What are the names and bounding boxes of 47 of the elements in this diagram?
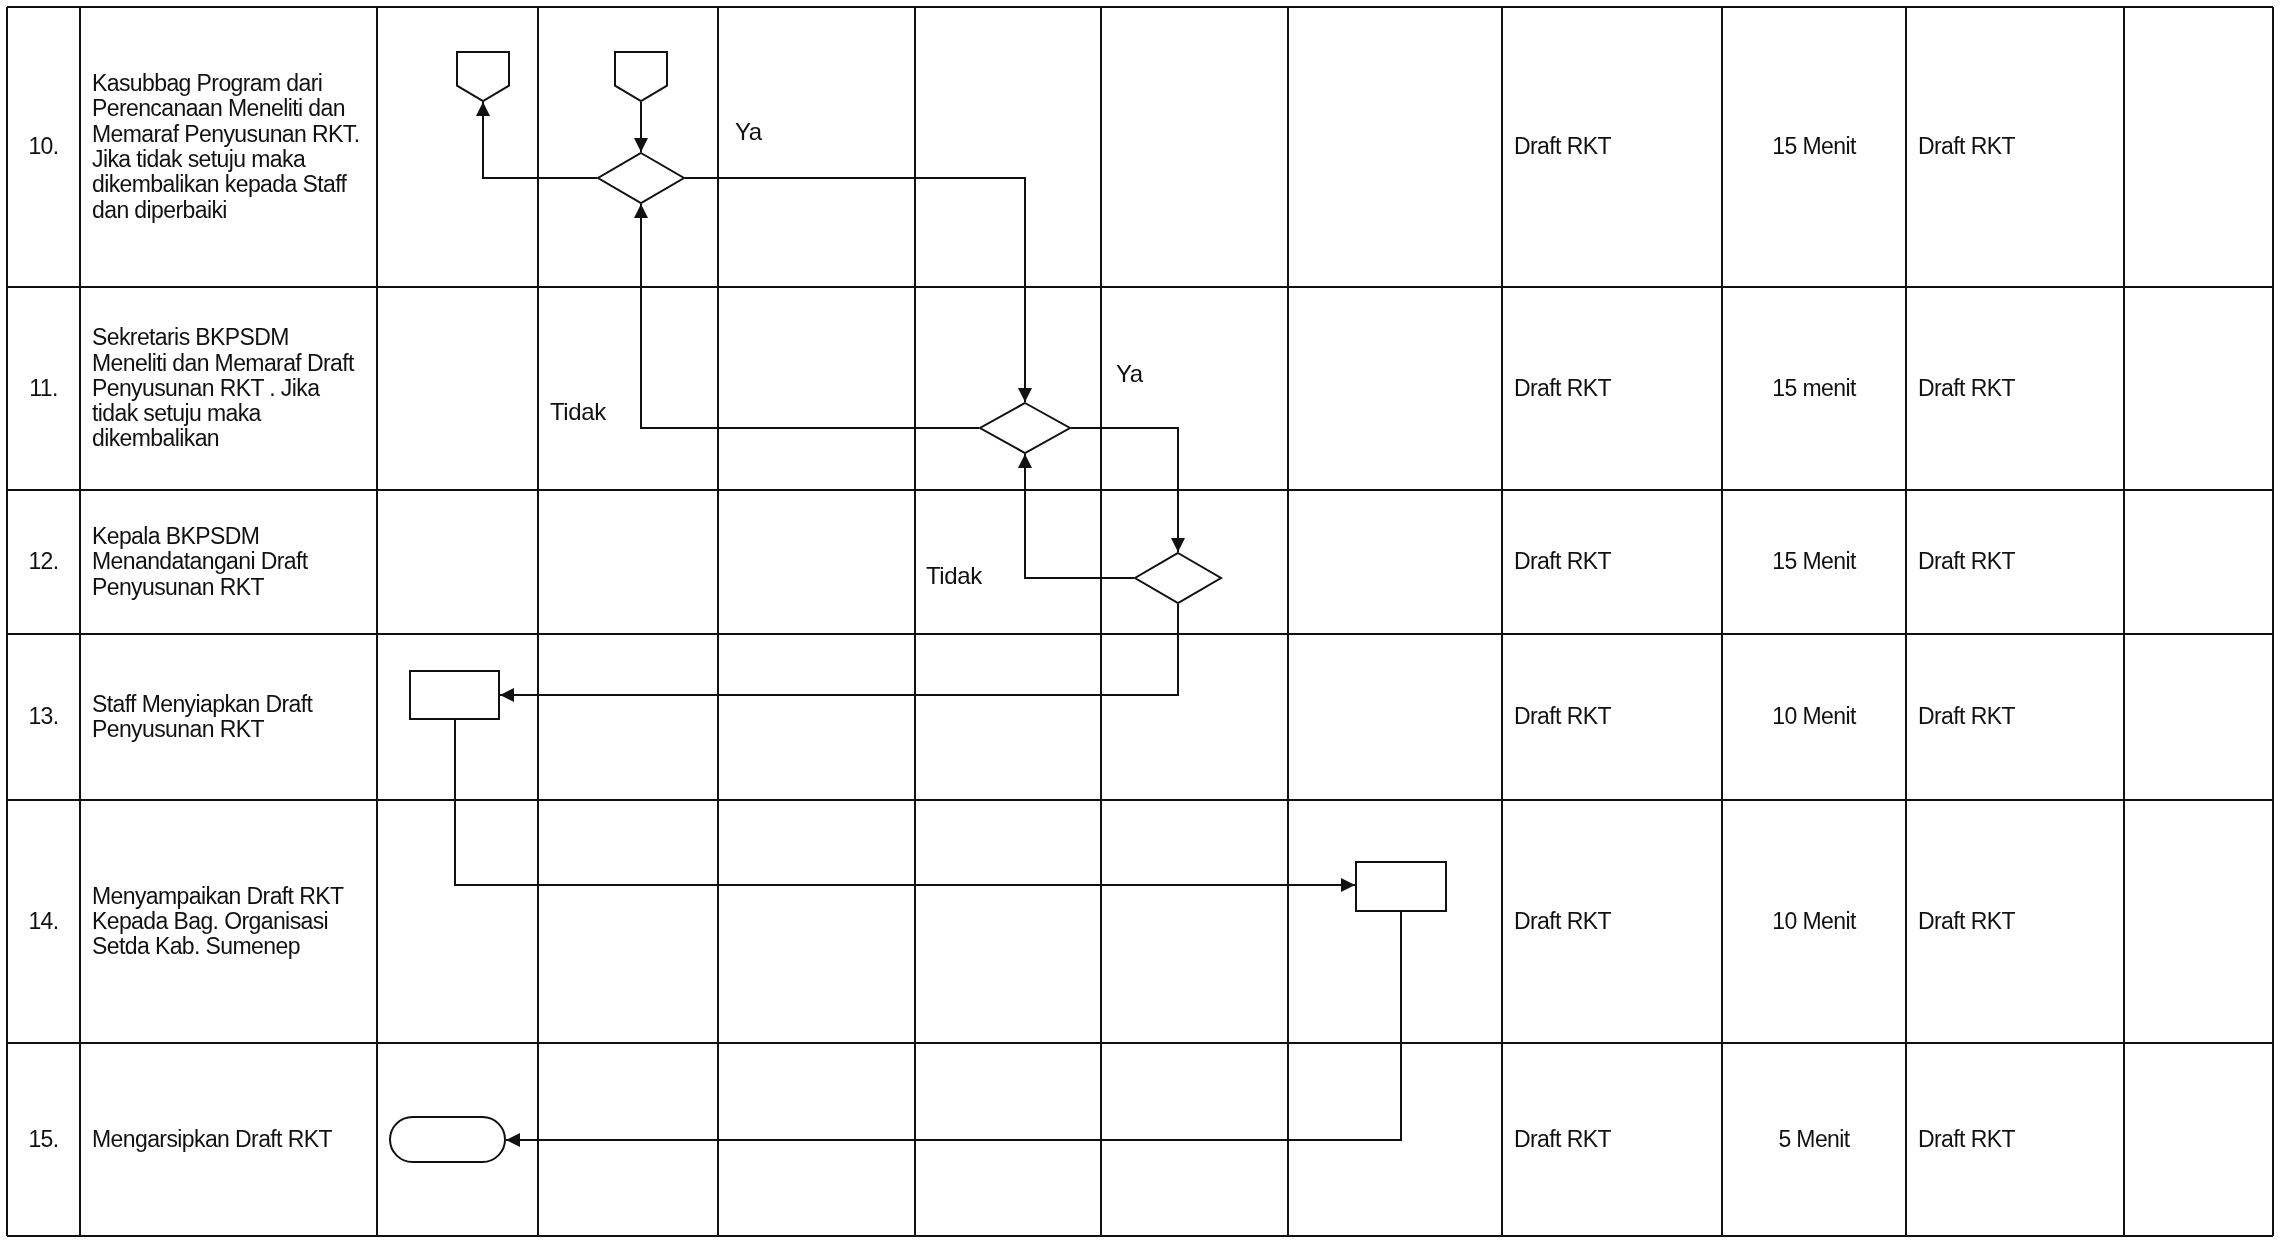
- activity-description: Mengarsipkan Draft RKT: [92, 1126, 332, 1153]
- activity-description: Kepala BKPSDM Menandatangani Draft Penyusunan RKT: [92, 524, 309, 600]
- requirement-text: Draft RKT: [1514, 908, 1611, 935]
- activity-description: Menyampaikan Draft RKT Kepada Bag. Organisasi Setda Kab. Sumenep: [92, 883, 345, 960]
- requirement-text: Draft RKT: [1514, 134, 1611, 160]
- off-page-connector: [456, 51, 510, 102]
- step-number: 13.: [28, 704, 59, 730]
- decision-diamond: [1134, 552, 1222, 604]
- step-number: 10.: [28, 134, 59, 160]
- duration-text: 5 Menit: [1778, 1126, 1850, 1153]
- decision-diamond: [979, 402, 1071, 454]
- flow-arrow: [684, 177, 1032, 403]
- output-text: Draft RKT: [1918, 549, 2015, 575]
- off-page-connector: [614, 51, 668, 102]
- flow-arrow: [454, 719, 1356, 892]
- step-number: 11.: [29, 375, 58, 402]
- flow-arrow: [634, 203, 980, 429]
- duration-text: 15 Menit: [1772, 549, 1856, 575]
- output-text: Draft RKT: [1918, 375, 2015, 402]
- flow-arrow: [1070, 427, 1185, 553]
- decision-diamond: [597, 152, 685, 204]
- step-number: 15.: [28, 1126, 59, 1153]
- duration-text: 10 Menit: [1772, 908, 1856, 935]
- flow-arrow: [1018, 453, 1135, 579]
- duration-text: 15 menit: [1772, 375, 1856, 402]
- activity-description: Staff Menyiapkan Draft Penyusunan RKT: [92, 691, 314, 743]
- output-text: Draft RKT: [1918, 704, 2015, 730]
- duration-text: 15 Menit: [1772, 134, 1856, 160]
- output-text: Draft RKT: [1918, 134, 2015, 160]
- step-number: 14.: [28, 908, 59, 935]
- requirement-text: Draft RKT: [1514, 1126, 1611, 1153]
- requirement-text: Draft RKT: [1514, 704, 1611, 730]
- flow-arrow: [634, 101, 648, 153]
- process-box: [1355, 861, 1447, 912]
- step-number: 12.: [28, 549, 59, 575]
- activity-description: Kasubbag Program dari Perencanaan Meneliti dan Memaraf Penyusunan RKT. Jika tidak setuju maka dikembalikan kepada Staff dan diperbaiki: [92, 71, 361, 223]
- requirement-text: Draft RKT: [1514, 549, 1611, 575]
- output-text: Draft RKT: [1918, 908, 2015, 935]
- duration-text: 10 Menit: [1772, 704, 1856, 730]
- terminator-shape: [389, 1116, 506, 1163]
- flow-arrow: [505, 911, 1402, 1147]
- process-box: [409, 670, 500, 720]
- output-text: Draft RKT: [1918, 1126, 2015, 1153]
- requirement-text: Draft RKT: [1514, 375, 1611, 402]
- flow-arrow: [476, 101, 598, 179]
- activity-description: Sekretaris BKPSDM Meneliti dan Memaraf Draft Penyusunan RKT . Jika tidak setuju maka dikembalikan: [92, 325, 356, 452]
- flow-arrow: [499, 603, 1179, 702]
